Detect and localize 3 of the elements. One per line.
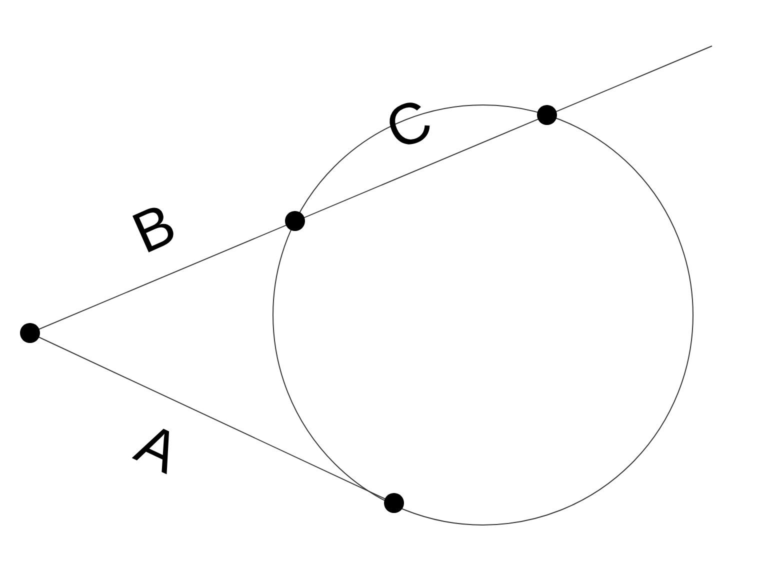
segment-label: C xyxy=(378,90,440,160)
segment-label: B xyxy=(124,194,184,264)
segment-label: A xyxy=(128,414,188,484)
